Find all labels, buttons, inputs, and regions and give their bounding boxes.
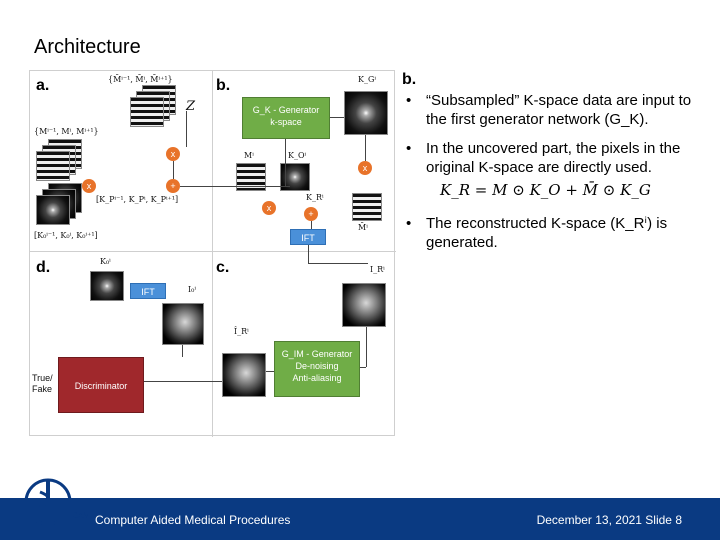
connector xyxy=(311,221,312,229)
divider-horizontal xyxy=(30,251,396,252)
connector xyxy=(186,111,187,147)
connector xyxy=(144,381,222,382)
i0-image xyxy=(162,303,204,345)
kg-image xyxy=(344,91,388,135)
connector xyxy=(285,139,286,187)
ir-hat-image xyxy=(222,353,266,397)
panel-a-label: a. xyxy=(36,77,50,94)
m-slice xyxy=(36,151,70,181)
connector xyxy=(330,117,344,118)
multiply-op-3: x xyxy=(358,161,372,175)
panel-d-label: d. xyxy=(36,259,51,276)
plus-op: + xyxy=(166,179,180,193)
true-fake-label: True/ Fake xyxy=(32,373,53,394)
multiply-op-2: x xyxy=(82,179,96,193)
k0-slice xyxy=(36,195,70,225)
image-generator-box: G_IM - Generator De-noising Anti-aliasin… xyxy=(274,341,360,397)
m-set-label: {Mⁱ⁻¹, Mⁱ, Mⁱ⁺¹} xyxy=(34,127,99,136)
formula: K_R = M ⊙ K_O + M̄ ⊙ K_G xyxy=(440,181,651,199)
bullet-item-3: The reconstructed K-space (K_Rⁱ) is gene… xyxy=(402,214,702,252)
m-label: Mⁱ xyxy=(244,151,254,160)
ir-hat-label: Î_Rⁱ xyxy=(234,327,249,336)
discriminator-box: Discriminator xyxy=(58,357,144,413)
connector xyxy=(365,135,366,161)
bullets-header: b. xyxy=(402,71,417,88)
mbar-set-label: {M̄ⁱ⁻¹, M̄ⁱ, M̄ⁱ⁺¹} xyxy=(108,75,173,84)
panel-c-label: c. xyxy=(216,259,230,276)
ift-box-d: IFT xyxy=(130,283,166,299)
connector xyxy=(182,345,183,357)
camp-logo: CAMP xyxy=(24,478,88,528)
mbar-label: M̄ⁱ xyxy=(358,223,368,232)
mbar-image xyxy=(352,193,382,221)
kg-label: K_Gⁱ xyxy=(358,75,376,84)
connector xyxy=(266,371,274,372)
multiply-op-1: x xyxy=(166,147,180,161)
ko-label: K_Oⁱ xyxy=(288,151,307,160)
ir-image xyxy=(342,283,386,327)
slide-title: Architecture xyxy=(34,36,141,58)
connector xyxy=(366,327,367,367)
plus-op-2: + xyxy=(304,207,318,221)
connector xyxy=(308,245,309,263)
z-label: Z xyxy=(186,99,196,114)
connector xyxy=(180,186,290,187)
logo-text: CAMP xyxy=(72,511,88,520)
connector xyxy=(173,161,174,179)
i0-label: I₀ⁱ xyxy=(188,285,196,294)
ift-box-b: IFT xyxy=(290,229,326,245)
footer-org: Computer Aided Medical Procedures xyxy=(95,513,291,527)
multiply-op-4: x xyxy=(262,201,276,215)
connector xyxy=(308,263,368,264)
k0-image xyxy=(90,271,124,301)
footer-date-slide: December 13, 2021 Slide 8 xyxy=(536,513,682,527)
panel-b-label: b. xyxy=(216,77,231,94)
footer-bar: CAMP Computer Aided Medical Procedures D… xyxy=(0,478,720,540)
k0-set-label: [K₀ⁱ⁻¹, K₀ⁱ, K₀ⁱ⁺¹] xyxy=(34,231,98,240)
mask-slice xyxy=(130,97,164,127)
bullet-item-2: In the uncovered part, the pixels in the… xyxy=(402,139,702,177)
divider-vertical xyxy=(212,71,213,437)
bullet-list: b. “Subsampled” K-space data are input t… xyxy=(402,70,702,262)
ir-label: I_Rⁱ xyxy=(370,265,385,274)
architecture-figure: a. {M̄ⁱ⁻¹, M̄ⁱ, M̄ⁱ⁺¹} Z {Mⁱ⁻¹, Mⁱ, Mⁱ⁺¹… xyxy=(29,70,396,437)
k-space-generator-box: G_K - Generator k-space xyxy=(242,97,330,139)
kr-label: K_Rⁱ xyxy=(306,193,324,202)
connector xyxy=(360,367,366,368)
bullet-item-1: “Subsampled” K-space data are input to t… xyxy=(402,91,702,129)
kp-set-label: [K_Pⁱ⁻¹, K_Pⁱ, K_Pⁱ⁺¹] xyxy=(96,195,179,204)
k0-label: K₀ⁱ xyxy=(100,257,111,266)
